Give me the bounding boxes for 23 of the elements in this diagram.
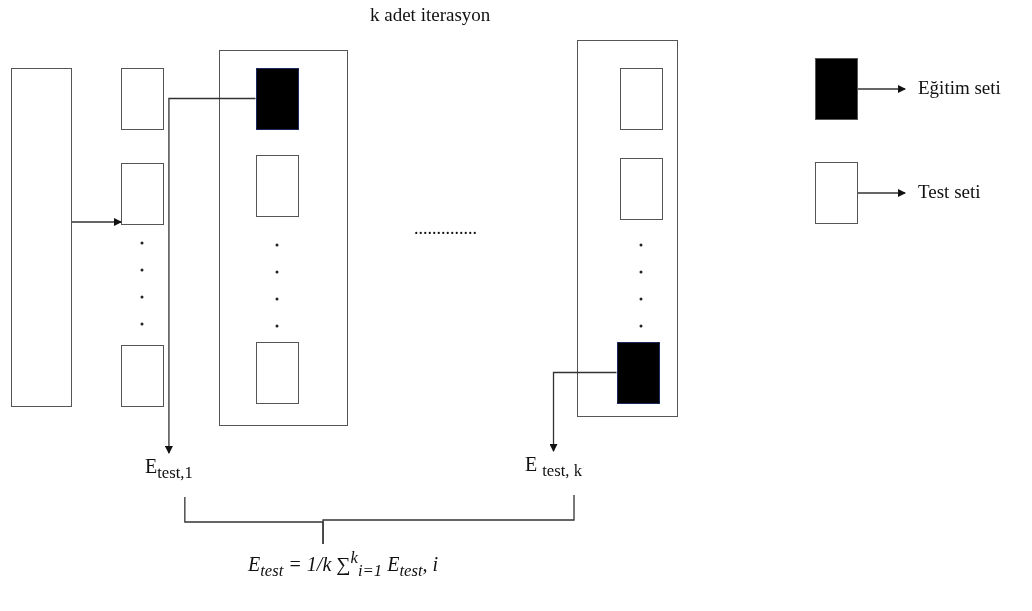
legend-label: Eğitim seti (918, 77, 1001, 99)
test-fold-box (255, 154, 299, 217)
legend-label: Test seti (918, 181, 981, 203)
iteration-frame (577, 40, 678, 417)
bracket-line (322, 494, 575, 545)
test-fold-box (619, 67, 663, 130)
training-fold-box (255, 67, 299, 130)
training-fold-box (616, 341, 660, 404)
fold-box (121, 163, 164, 225)
average-error-formula: E$_{test}$ = 1/k ∑$^{k}$$_{i=1}$ E$_{test}$, i (248, 548, 439, 581)
error-term: E$_{test,1}$ (145, 455, 193, 483)
error-term: E $_{test, k}$ (525, 453, 582, 481)
horizontal-ellipsis: .............. (414, 218, 477, 239)
diagram-title: k adet iterasyon (370, 4, 491, 26)
iteration-frame (219, 50, 348, 426)
arrow (71, 218, 122, 226)
fold-box (121, 68, 164, 130)
test-fold-box (619, 157, 663, 220)
arrow (549, 371, 618, 452)
arrow (164, 97, 257, 454)
data-box (11, 68, 72, 407)
test-fold-box (255, 341, 299, 404)
fold-box (121, 345, 164, 407)
